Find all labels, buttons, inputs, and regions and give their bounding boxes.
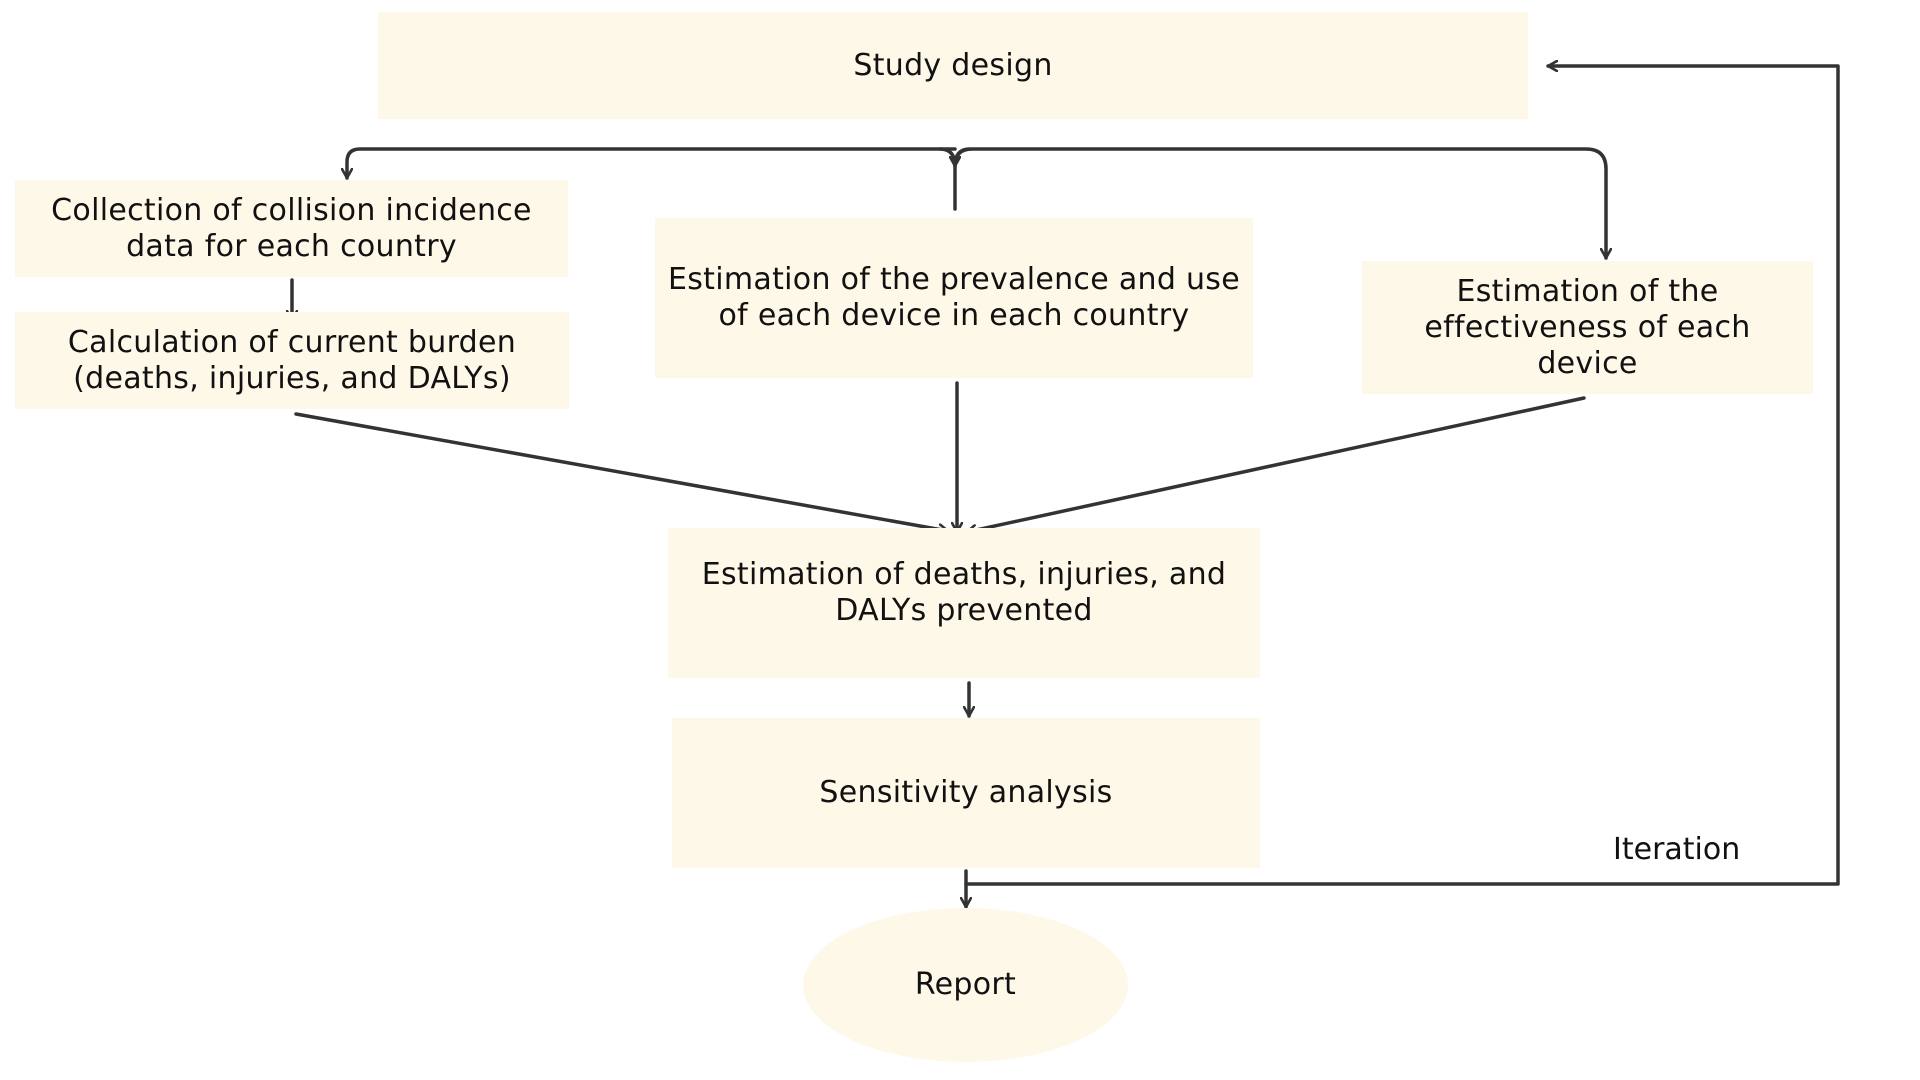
node-prevalence: Estimation of the prevalence and use of …: [655, 218, 1253, 378]
edge-study-to-collection: [347, 147, 957, 180]
node-calculation: Calculation of current burden (deaths, i…: [15, 312, 569, 409]
edge-effectiveness-to-prevented: [965, 396, 1586, 532]
node-prevented-label: Estimation of deaths, injuries, and DALY…: [701, 557, 1227, 628]
node-report: Report: [803, 908, 1128, 1062]
edge-iteration-loop: [964, 66, 1840, 886]
edge-calculation-to-prevented: [294, 412, 950, 531]
node-study-design: Study design: [378, 12, 1528, 119]
edge-study-to-effectiveness: [953, 147, 1606, 260]
node-study-design-label: Study design: [853, 47, 1053, 83]
node-calculation-label: Calculation of current burden (deaths, i…: [67, 324, 517, 396]
node-prevented: Estimation of deaths, injuries, and DALY…: [668, 528, 1260, 678]
iteration-label: Iteration: [1613, 832, 1741, 867]
node-sensitivity: Sensitivity analysis: [672, 718, 1260, 868]
node-report-label: Report: [914, 967, 1017, 1002]
node-collection: Collection of collision incidence data f…: [15, 180, 568, 277]
node-effectiveness-label: Estimation of the effectiveness of each …: [1424, 273, 1751, 381]
node-effectiveness: Estimation of the effectiveness of each …: [1362, 261, 1813, 394]
node-collection-label: Collection of collision incidence data f…: [51, 192, 532, 264]
node-prevalence-label: Estimation of the prevalence and use of …: [668, 262, 1240, 333]
node-sensitivity-label: Sensitivity analysis: [819, 775, 1113, 810]
